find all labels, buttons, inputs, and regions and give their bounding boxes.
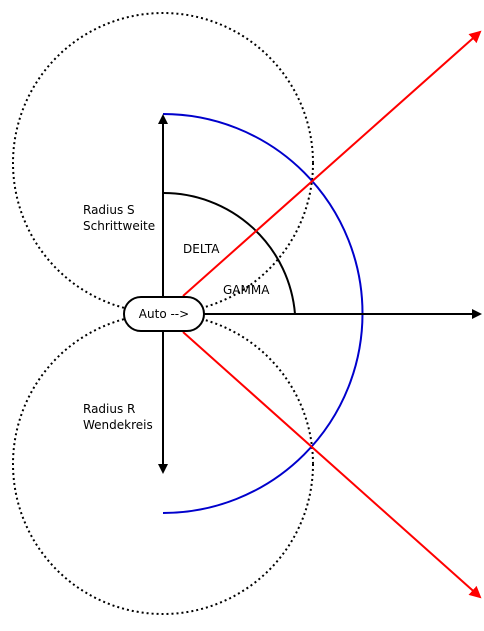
upper-red-arrow — [182, 30, 482, 297]
delta-angle-arc — [162, 191, 296, 315]
car-box — [123, 296, 205, 332]
gamma-label: GAMMA — [223, 283, 270, 297]
radius-r-label: Radius R — [83, 402, 135, 416]
radius-s-label: Radius S — [83, 203, 135, 217]
radius-r-sublabel: Wendekreis — [83, 418, 153, 432]
lower-red-arrow — [182, 331, 482, 599]
delta-label: DELTA — [183, 242, 220, 256]
radius-s-sublabel: Schrittweite — [83, 219, 155, 233]
car-label: Auto --> — [139, 307, 189, 321]
